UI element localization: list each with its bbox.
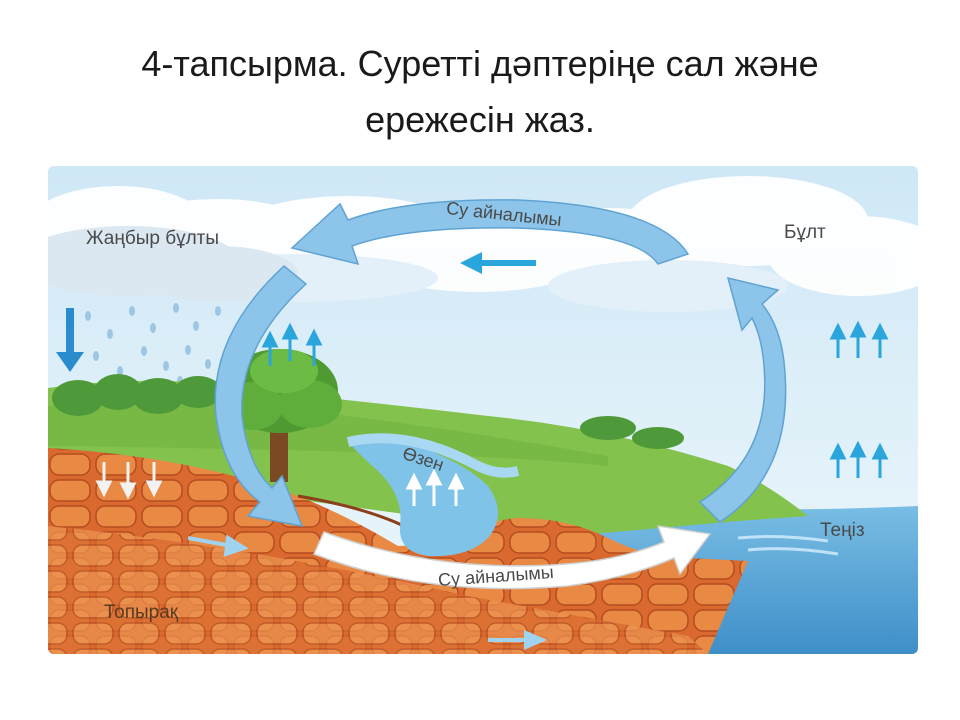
title-line-2: ережесін жаз. <box>365 99 595 140</box>
bushes <box>52 374 684 449</box>
rain-cloud <box>48 226 298 302</box>
evaporation-arrows-right-upper <box>829 320 889 358</box>
soil-label: Топырақ <box>104 602 179 623</box>
water-cycle-illustration <box>48 166 918 654</box>
sea-label: Теңіз <box>820 520 865 541</box>
slide-title: 4-тапсырма. Суретті дәптеріңе сал және е… <box>40 36 920 148</box>
precipitation-arrow <box>56 308 84 372</box>
evaporation-arrows-right-lower <box>829 440 889 478</box>
water-cycle-diagram: Жаңбыр бұлты Бұлт Өзен Теңіз Топырақ Су … <box>48 166 918 654</box>
evaporation-arrows-left <box>261 322 323 366</box>
cycle-arrow-left <box>214 265 308 527</box>
title-line-1: 4-тапсырма. Суретті дәптеріңе сал және <box>141 43 819 84</box>
cycle-arrow-right <box>698 276 787 523</box>
groundwater-arrows <box>187 534 547 651</box>
cloud-label: Бұлт <box>784 222 826 243</box>
infiltration-arrows <box>95 462 163 500</box>
cycle-arrow-bottom <box>312 525 712 590</box>
wind-arrow <box>460 252 536 274</box>
rain-cloud-label: Жаңбыр бұлты <box>86 228 220 249</box>
evaporation-arrows-river <box>405 468 465 506</box>
river <box>348 440 498 557</box>
cycle-arrow-top <box>290 199 690 266</box>
